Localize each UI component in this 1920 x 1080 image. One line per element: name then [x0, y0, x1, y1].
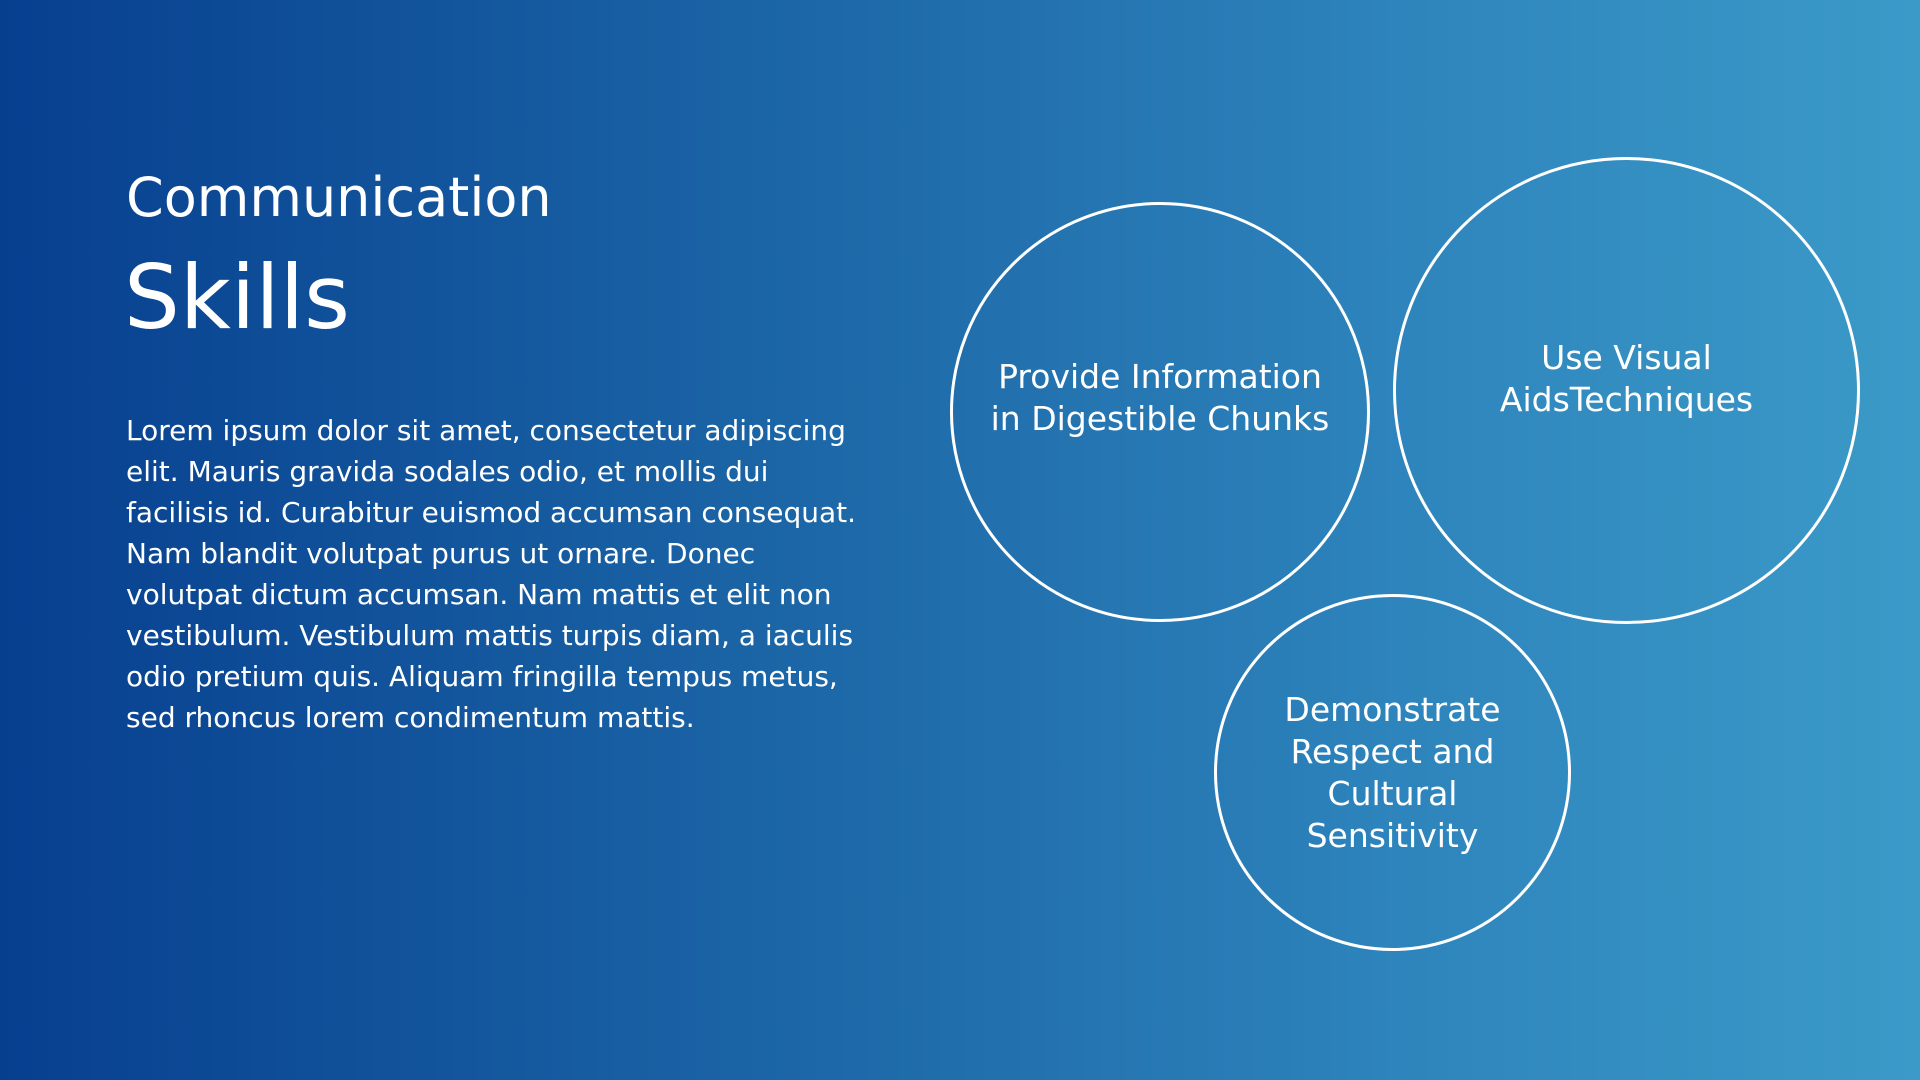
circle-respect-cultural-sensitivity: Demonstrate Respect and Cultural Sensiti…	[1214, 594, 1571, 951]
title-line-2: Skills	[124, 246, 351, 349]
circle-label: Demonstrate Respect and Cultural Sensiti…	[1284, 689, 1501, 855]
body-paragraph: Lorem ipsum dolor sit amet, consectetur …	[126, 414, 857, 734]
circle-label: Provide Information in Digestible Chunks	[990, 357, 1330, 438]
circle-label: Use Visual AidsTechniques	[1499, 337, 1754, 419]
circle-visual-aids: Use Visual AidsTechniques	[1393, 157, 1860, 624]
circle-digestible-chunks: Provide Information in Digestible Chunks	[950, 202, 1370, 622]
title-line-1: Communication	[126, 166, 552, 229]
